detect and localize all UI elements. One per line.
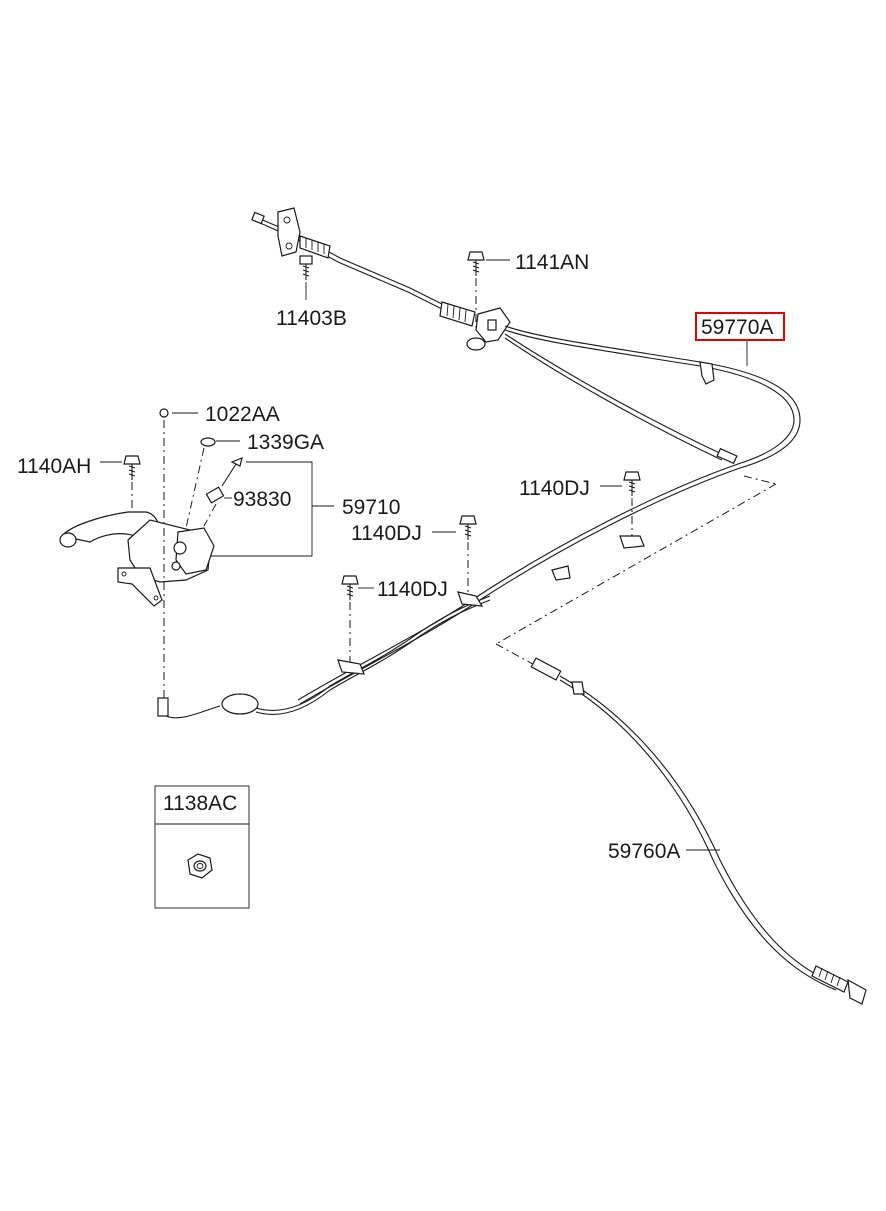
label-1141AN: 1141AN <box>515 251 589 274</box>
bolt-1141AN-icon <box>467 251 485 276</box>
label-59760A: 59760A <box>608 840 680 863</box>
label-11403B: 11403B <box>276 307 347 330</box>
grommet-1022AA-icon <box>159 408 169 418</box>
label-1140DJ-b: 1140DJ <box>351 522 422 545</box>
bolt-1140DJ-a-icon <box>623 471 641 496</box>
nut-1138AC-icon <box>187 853 213 879</box>
bolt-1140AH-icon <box>123 455 141 480</box>
bolt-1140DJ-b-icon <box>459 515 477 540</box>
label-93830: 93830 <box>233 488 291 511</box>
label-1339GA: 1339GA <box>247 431 324 454</box>
label-1022AA: 1022AA <box>205 403 280 426</box>
inset-box-1138AC <box>154 785 250 909</box>
bolt-1140DJ-c-icon <box>341 575 359 600</box>
front-cable-assembly <box>251 207 801 705</box>
label-1140DJ-c: 1140DJ <box>377 578 448 601</box>
label-59770A-highlighted[interactable]: 59770A <box>695 312 785 341</box>
lever-cable-icon <box>157 595 491 719</box>
label-59710: 59710 <box>342 496 400 519</box>
rear-cable-59760A-icon <box>495 643 867 1005</box>
clip-1339GA-icon <box>200 437 216 447</box>
label-1140AH: 1140AH <box>17 455 91 478</box>
bolt-11403B-icon <box>299 255 313 280</box>
switch-93830-icon <box>205 457 243 504</box>
assembly-bracket-59710 <box>210 461 334 557</box>
label-1138AC: 1138AC <box>163 792 237 815</box>
label-59770A: 59770A <box>701 316 773 339</box>
label-1140DJ-a: 1140DJ <box>519 477 590 500</box>
parking-brake-lever-icon <box>59 511 215 607</box>
